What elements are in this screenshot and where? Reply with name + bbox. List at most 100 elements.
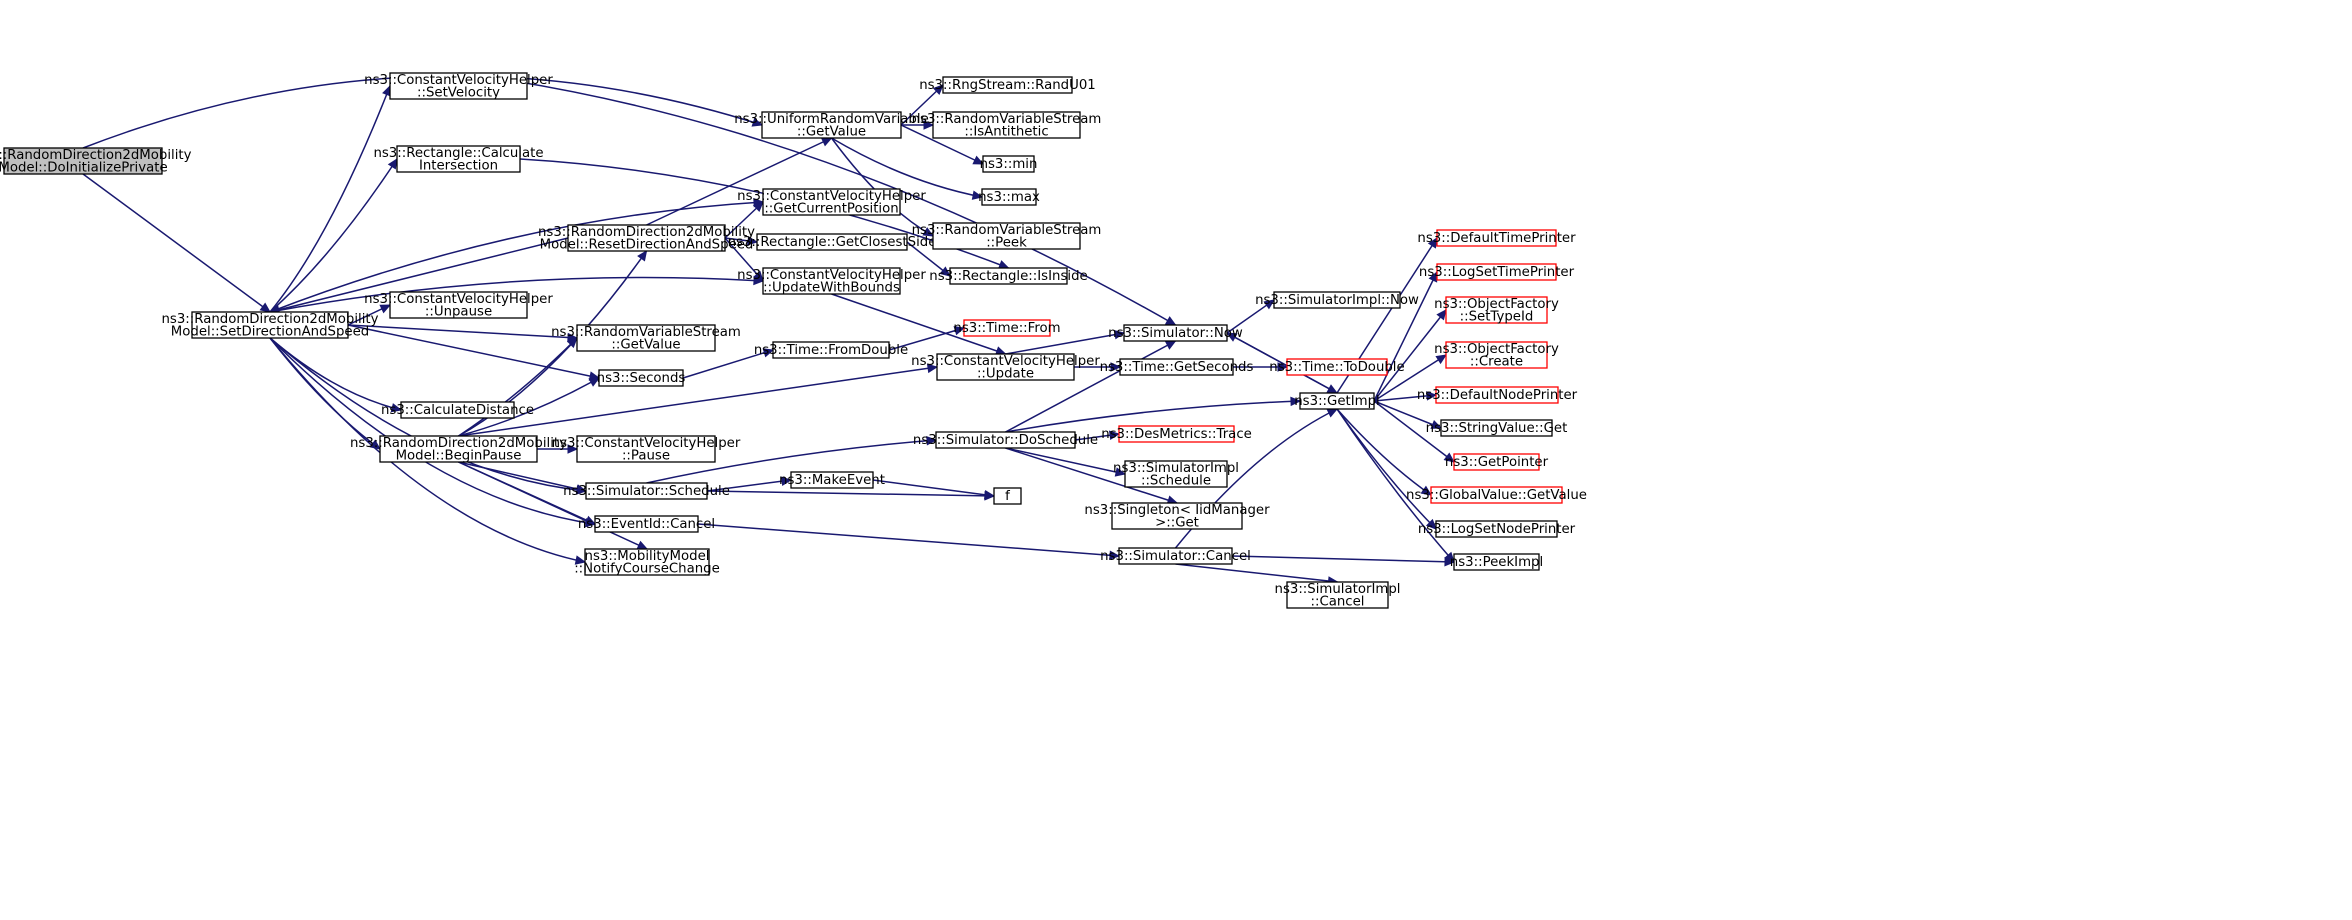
node-mm-notify[interactable]: ns3::MobilityModel::NotifyCourseChange <box>574 548 720 577</box>
edge-sim_cancel-to-simimpl_cancel <box>1175 563 1338 583</box>
node-box <box>594 515 699 533</box>
node-box <box>790 471 874 489</box>
arrowhead-sim_doschedule-to-sim_now <box>1164 340 1177 350</box>
node-time-from[interactable]: ns3::Time::From <box>953 319 1061 337</box>
node-label-line: ns3::RandomVariableStream <box>912 223 1102 238</box>
node-label-line: ns3::UniformRandomVariable <box>734 112 929 127</box>
node-cvh-set-velocity[interactable]: ns3::ConstantVelocityHelper::SetVelocity <box>364 72 553 101</box>
node-calc-distance[interactable]: ns3::CalculateDistance <box>381 401 534 419</box>
node-cvh-update[interactable]: ns3::ConstantVelocityHelper::Update <box>911 353 1100 382</box>
node-label-line: ns3::RandomDirection2dMobility <box>350 436 567 451</box>
node-label-line: ns3::ObjectFactory <box>1434 342 1559 357</box>
edge-set_direction-to-cvh_get_position <box>269 201 764 313</box>
node-rect-isinside[interactable]: ns3::Rectangle::IsInside <box>929 267 1088 285</box>
node-label-line: ::Peek <box>986 235 1027 250</box>
node-cvh-update-bounds[interactable]: ns3::ConstantVelocityHelper::UpdateWithB… <box>737 267 926 296</box>
node-reset-direction[interactable]: ns3::RandomDirection2dMobilityModel::Res… <box>538 224 755 253</box>
node-sim-cancel[interactable]: ns3::Simulator::Cancel <box>1100 547 1251 565</box>
node-cvh-pause[interactable]: ns3::ConstantVelocityHelper::Pause <box>552 435 741 464</box>
node-label-line: ns3::Rectangle::IsInside <box>929 269 1087 284</box>
node-getimpl[interactable]: ns3::GetImpl <box>1294 392 1380 410</box>
node-stringvalue-get[interactable]: ns3::StringValue::Get <box>1426 419 1568 437</box>
node-set-direction[interactable]: ns3::RandomDirection2dMobilityModel::Set… <box>161 311 379 340</box>
node-box <box>576 435 716 463</box>
node-seconds[interactable]: ns3::Seconds <box>597 369 686 387</box>
node-rvs-peek[interactable]: ns3::RandomVariableStream::Peek <box>912 222 1102 251</box>
node-simimpl-cancel[interactable]: ns3::SimulatorImpl::Cancel <box>1275 581 1401 610</box>
node-of-create[interactable]: ns3::ObjectFactory::Create <box>1434 341 1559 370</box>
node-label-line: ::IsAntithetic <box>964 124 1048 139</box>
node-cvh-unpause[interactable]: ns3::ConstantVelocityHelper::Unpause <box>364 291 553 320</box>
node-globalvalue-getvalue[interactable]: ns3::GlobalValue::GetValue <box>1406 486 1587 504</box>
node-time-getseconds[interactable]: ns3::Time::GetSeconds <box>1100 358 1254 376</box>
edge-set_direction-to-mm_notify <box>269 337 586 563</box>
arrowhead-sim_doschedule-to-simimpl_schedule <box>1114 467 1127 477</box>
node-default-time-printer[interactable]: ns3::DefaultTimePrinter <box>1417 229 1576 247</box>
node-simimpl-now[interactable]: ns3::SimulatorImpl::Now <box>1255 291 1419 309</box>
node-label-line: ns3::SimulatorImpl::Now <box>1255 293 1419 308</box>
node-rect-closest-side[interactable]: ns3::Rectangle::GetClosestSide <box>728 233 937 251</box>
node-eventid-cancel[interactable]: ns3::EventId::Cancel <box>578 515 715 533</box>
node-label-line: ::Create <box>1470 354 1523 369</box>
arrowhead-getimpl-to-default_node_printer <box>1426 391 1438 401</box>
node-simimpl-schedule[interactable]: ns3::SimulatorImpl::Schedule <box>1113 460 1239 489</box>
edge-set_direction-to-cvh_update_bounds <box>269 276 764 313</box>
node-box <box>585 482 708 500</box>
node-label-line: ::Pause <box>622 448 670 463</box>
node-label-line: ::SetTypeId <box>1460 309 1534 324</box>
node-singleton-get[interactable]: ns3::Singleton< IidManager >::Get <box>1084 502 1270 531</box>
arrowhead-set_direction-to-mm_notify <box>574 555 587 565</box>
node-max[interactable]: ns3::max <box>978 188 1040 206</box>
node-box <box>1118 425 1235 443</box>
node-log-set-node-printer[interactable]: ns3::LogSetNodePrinter <box>1418 520 1576 538</box>
node-label-line: ns3::ConstantVelocityHelper <box>737 189 926 204</box>
node-label-line: ns3::Time::FromDouble <box>754 343 908 358</box>
node-of-settypeid[interactable]: ns3::ObjectFactory::SetTypeId <box>1434 296 1559 325</box>
node-begin-pause[interactable]: ns3::RandomDirection2dMobilityModel::Beg… <box>350 435 567 464</box>
node-label-line: ns3::Seconds <box>597 371 686 386</box>
node-box <box>1111 502 1243 530</box>
node-label-line: ns3::CalculateDistance <box>381 403 534 418</box>
node-label-line: Intersection <box>419 158 498 173</box>
arrowhead-eventid_cancel-to-sim_cancel <box>1109 550 1121 561</box>
node-box <box>762 188 901 216</box>
node-sim-schedule[interactable]: ns3::Simulator::Schedule <box>563 482 730 500</box>
arrowhead-getimpl-to-stringvalue_get <box>1430 420 1443 429</box>
node-box <box>1430 486 1563 504</box>
node-getpointer[interactable]: ns3::GetPointer <box>1445 453 1549 471</box>
node-f[interactable]: f <box>993 487 1022 505</box>
arrowhead-set_direction-to-rect_calc_intersection <box>387 157 398 170</box>
node-label-line: ns3::Rectangle::GetClosestSide <box>728 235 937 250</box>
edge-cvh_update-to-sim_now <box>1005 332 1125 355</box>
node-label-line: ns3::LogSetNodePrinter <box>1418 522 1576 537</box>
node-time-todouble[interactable]: ns3::Time::ToDouble <box>1269 358 1405 376</box>
node-box <box>1453 553 1540 571</box>
node-peekimpl[interactable]: ns3::PeekImpl <box>1450 553 1543 571</box>
node-label-line: ns3::ConstantVelocityHelper <box>911 354 1100 369</box>
node-rng-randu01[interactable]: ns3::RngStream::RandU01 <box>919 76 1096 94</box>
arrowhead-sim_doschedule-to-desmetrics_trace <box>1108 430 1121 441</box>
node-rvs-antithetic[interactable]: ns3::RandomVariableStream::IsAntithetic <box>912 111 1102 140</box>
arrowhead-getimpl-to-log_set_node_printer <box>1425 518 1437 530</box>
node-label-line: ns3::RandomDirection2dMobility <box>538 225 755 240</box>
arrowhead-make_event-to-f <box>983 490 996 500</box>
node-default-node-printer[interactable]: ns3::DefaultNodePrinter <box>1417 386 1578 404</box>
node-make-event[interactable]: ns3::MakeEvent <box>779 471 885 489</box>
node-log-set-time-printer[interactable]: ns3::LogSetTimePrinter <box>1419 263 1575 281</box>
edge-begin_pause-to-cvh_update <box>458 366 938 437</box>
node-sim-doschedule[interactable]: ns3::Simulator::DoSchedule <box>913 431 1098 449</box>
node-sim-now[interactable]: ns3::Simulator::Now <box>1108 324 1243 342</box>
node-desmetrics-trace[interactable]: ns3::DesMetrics::Trace <box>1101 425 1252 443</box>
arrowhead-sim_schedule-to-make_event <box>780 476 793 486</box>
node-label-line: ::Schedule <box>1141 473 1211 488</box>
node-rvs-getvalue[interactable]: ns3::RandomVariableStream::GetValue <box>551 324 741 353</box>
node-cvh-get-position[interactable]: ns3::ConstantVelocityHelper::GetCurrentP… <box>737 188 926 217</box>
node-label-line: ns3::Rectangle::Calculate <box>373 146 543 161</box>
node-label-line: ns3::min <box>980 157 1038 172</box>
node-urv-getvalue[interactable]: ns3::UniformRandomVariable::GetValue <box>734 111 929 140</box>
node-min[interactable]: ns3::min <box>980 155 1038 173</box>
node-time-fromdouble[interactable]: ns3::Time::FromDouble <box>754 341 908 359</box>
edge-make_event-to-f <box>872 479 995 497</box>
node-label-line: ns3::RandomDirection2dMobility <box>161 312 378 327</box>
